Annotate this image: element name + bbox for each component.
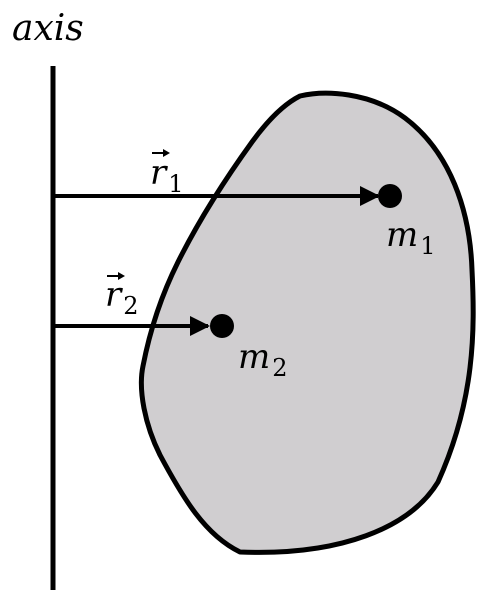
svg-text:r2: r2 (105, 275, 139, 320)
label-m2: m2 (238, 337, 288, 382)
rigid-body-shape (138, 90, 476, 555)
point-mass-m2 (210, 314, 234, 338)
label-r1: r1 (150, 149, 184, 198)
label-r2: r2 (105, 272, 139, 320)
vector-arrow-icon (152, 149, 170, 157)
axis-label: axis (12, 8, 84, 49)
vector-arrow-icon (107, 272, 125, 280)
label-m1: m1 (386, 215, 436, 260)
point-mass-m1 (378, 184, 402, 208)
svg-text:r1: r1 (150, 153, 184, 198)
